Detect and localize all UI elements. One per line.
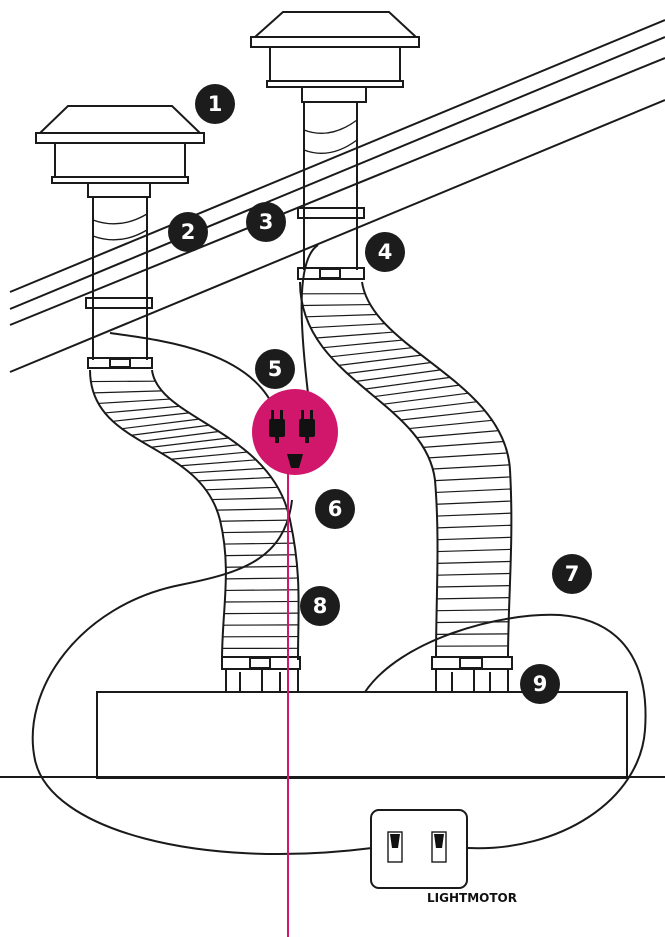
duct-corrugation-ring	[437, 512, 512, 517]
duct-corrugation-ring	[98, 398, 171, 405]
switch-panel-label: LIGHTMOTOR	[427, 891, 517, 905]
duct-corrugation-ring	[400, 410, 486, 421]
duct-corrugation-ring	[216, 508, 288, 511]
duct-corrugation-ring	[93, 390, 162, 394]
duct-corrugation-ring	[409, 419, 493, 430]
duct-corrugation-ring	[302, 303, 371, 307]
duct-corrugation-ring	[161, 444, 239, 454]
callout-2: 2	[168, 212, 208, 252]
duct-corrugation-ring	[225, 565, 298, 568]
duct-corrugation-ring	[224, 600, 299, 603]
plug-icon-left	[269, 410, 285, 443]
duct-corrugation-ring	[121, 418, 200, 430]
duct-corrugation-ring	[224, 542, 295, 545]
callout-4: 4	[365, 232, 405, 272]
duct-corrugation-ring	[305, 313, 378, 318]
roof-cap-left	[35, 105, 205, 198]
motor-switch-icon	[431, 831, 447, 863]
duct-corrugation-ring	[171, 451, 248, 460]
duct-corrugation-ring	[347, 361, 432, 375]
duct-corrugation-ring	[141, 430, 219, 442]
duct-corrugation-ring	[432, 464, 510, 470]
duct-corrugation-ring	[437, 560, 511, 564]
duct-corrugation-ring	[437, 548, 512, 553]
duct-corrugation-ring	[437, 584, 510, 588]
duct-corrugation-ring	[356, 369, 441, 382]
light-switch-icon	[387, 831, 403, 863]
switch-panel: LIGHTMOTOR	[370, 809, 517, 905]
duct-corrugation-ring	[225, 577, 298, 580]
callout-label-5: 5	[268, 357, 283, 381]
callout-8: 8	[300, 586, 340, 626]
duct-corrugation-ring	[416, 430, 499, 439]
duct-corrugation-ring	[392, 401, 477, 413]
duct-corrugation-ring	[436, 621, 509, 624]
duct-corrugation-ring	[225, 554, 296, 557]
duct-corrugation-ring	[338, 354, 422, 366]
callout-label-7: 7	[565, 562, 580, 586]
power-socket	[252, 389, 338, 475]
flex-duct-right	[299, 281, 513, 659]
bottom-fittings	[221, 656, 513, 692]
duct-corrugation-ring	[225, 589, 299, 592]
duct-corrugation-ring	[423, 440, 504, 448]
callout-label-4: 4	[378, 240, 393, 264]
duct-corrugation-ring	[428, 452, 508, 459]
power-cable	[31, 244, 647, 856]
hood-box	[0, 691, 665, 779]
outlet-icon	[287, 454, 303, 468]
duct-corrugation-ring	[112, 412, 190, 422]
duct-corrugation-ring	[435, 476, 511, 482]
roof-cap-right	[250, 11, 420, 103]
duct-corrugation-ring	[198, 476, 272, 482]
duct-corrugation-ring	[437, 536, 512, 541]
duct-corrugation-ring	[180, 459, 257, 467]
duct-corrugation-ring	[205, 486, 278, 491]
duct-corrugation-ring	[365, 376, 451, 390]
duct-corrugation-ring	[330, 347, 413, 358]
callout-label-8: 8	[313, 594, 328, 618]
duct-corrugation-ring	[222, 530, 293, 534]
duct-corrugation-ring	[374, 384, 460, 398]
rigid-pipe-left	[85, 197, 153, 369]
callout-7: 7	[552, 554, 592, 594]
callout-label-3: 3	[259, 210, 274, 234]
duct-corrugation-ring	[189, 467, 265, 474]
duct-corrugation-ring	[310, 323, 385, 329]
duct-corrugation-ring	[436, 597, 510, 600]
callout-9: 9	[520, 664, 560, 704]
plug-icon-right	[299, 410, 315, 443]
rigid-pipe-right	[297, 102, 365, 280]
duct-corrugation-ring	[437, 524, 512, 529]
duct-corrugation-ring	[316, 331, 394, 339]
duct-corrugation-ring	[383, 392, 469, 405]
callout-label-6: 6	[328, 497, 343, 521]
duct-corrugation-ring	[131, 424, 210, 436]
duct-corrugation-ring	[151, 437, 229, 448]
callout-5: 5	[255, 349, 295, 389]
duct-corrugation-ring	[220, 519, 291, 522]
roof-slope	[9, 19, 665, 373]
callout-3: 3	[246, 202, 286, 242]
duct-corrugation-ring	[437, 572, 511, 576]
duct-corrugation-ring	[104, 405, 180, 414]
duct-corrugation-ring	[436, 609, 510, 612]
callout-label-9: 9	[533, 672, 548, 696]
duct-corrugation-ring	[435, 488, 511, 494]
callout-1: 1	[195, 84, 235, 124]
duct-corrugation-ring	[323, 339, 403, 349]
duct-corrugation-ring	[436, 500, 512, 505]
duct-corrugation-ring	[212, 497, 284, 501]
callout-label-2: 2	[181, 220, 196, 244]
callout-6: 6	[315, 489, 355, 529]
callout-label-1: 1	[208, 92, 223, 116]
flex-duct-left	[89, 369, 300, 661]
